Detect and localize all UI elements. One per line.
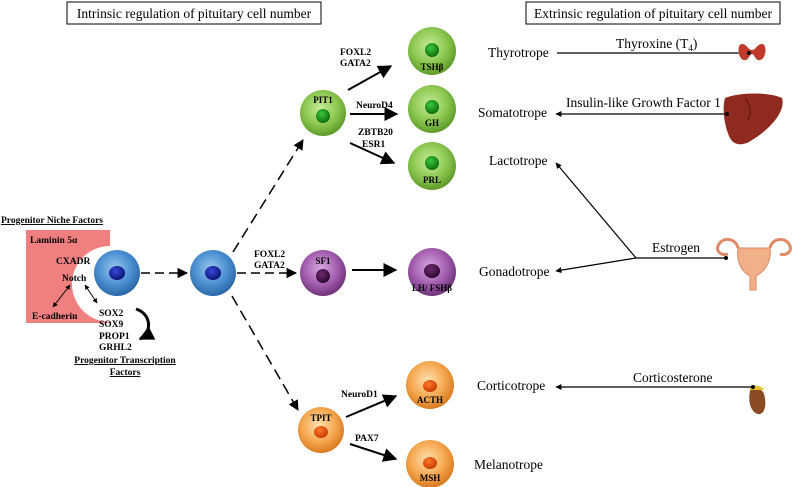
gh-cell xyxy=(408,85,456,133)
esr1-label: ESR1 xyxy=(362,140,385,150)
melanotrope-label: Melanotrope xyxy=(474,457,543,472)
acth-label: ACTH xyxy=(417,395,443,405)
tpit-label: TPIT xyxy=(310,413,331,423)
gh-label: GH xyxy=(425,118,439,128)
msh-cell xyxy=(406,440,454,487)
sf1-label: SF1 xyxy=(315,256,331,266)
lactotrope-label: Lactotrope xyxy=(489,153,547,168)
progenitor-tf-title-1: Progenitor Transcription xyxy=(74,356,176,366)
to-acth-arrow xyxy=(345,394,398,418)
intrinsic-header-box xyxy=(66,1,322,25)
thyrotrope-label: Thyrotrope xyxy=(488,45,549,60)
gata2-b: GATA2 xyxy=(254,261,285,271)
extrinsic-header-box xyxy=(525,1,781,25)
neurod1-label: NeuroD1 xyxy=(341,390,378,400)
notch-tf-arrow xyxy=(84,284,98,304)
prl-label: PRL xyxy=(423,175,441,185)
progenitor-niche xyxy=(26,230,110,323)
liver-icon xyxy=(723,93,783,145)
estrogen-to-lactotrope-arrow xyxy=(555,162,637,259)
msh-label: MSH xyxy=(420,473,441,483)
corticotrope-label: Corticotrope xyxy=(477,378,545,393)
adrenal-icon xyxy=(749,385,766,415)
ecadherin-label: E-cadherin xyxy=(32,312,78,322)
tsh-cell xyxy=(408,27,456,75)
pit1-label: PIT1 xyxy=(313,95,333,105)
foxl2-b: FOXL2 xyxy=(254,250,285,260)
progenitor-tf-title-2: Factors xyxy=(110,368,141,378)
lhfsh-cell xyxy=(408,248,456,296)
to-msh-arrow xyxy=(349,443,398,462)
gonadotrope-label: Gonadotrope xyxy=(479,264,549,279)
thyroid-icon xyxy=(738,44,766,61)
tf-cycle-arrow xyxy=(135,307,156,341)
tf-grhl2: GRHL2 xyxy=(99,343,132,353)
tpit-cell xyxy=(298,407,344,453)
extrinsic-header: Extrinsic regulation of pituitary cell n… xyxy=(534,6,773,21)
prl-cell xyxy=(408,142,456,190)
lhfsh-label: LH/ FSHβ xyxy=(412,283,452,293)
tf-sox9: SOX9 xyxy=(99,320,124,330)
to-tpit-arrow xyxy=(231,295,299,411)
progenitor-cell xyxy=(94,250,140,296)
sf1-cell xyxy=(300,250,346,296)
tf-prop1: PROP1 xyxy=(99,332,130,342)
acth-cell xyxy=(406,361,454,409)
tsh-label: TSHβ xyxy=(421,62,444,72)
notch-label: Notch xyxy=(62,274,87,284)
committed-cell xyxy=(190,250,236,296)
to-pit1-arrow xyxy=(232,139,304,253)
cxadr-label: CXADR xyxy=(56,257,90,267)
pax7-label: PAX7 xyxy=(355,434,379,444)
estrogen-label: Estrogen xyxy=(652,240,700,255)
laminin-label: Laminin 5α xyxy=(30,236,78,246)
igf1-label: Insulin-like Growth Factor 1 xyxy=(566,95,721,110)
zbtb20-label: ZBTB20 xyxy=(358,128,393,138)
neurod4-label: NeuroD4 xyxy=(356,101,393,111)
foxl2-a: FOXL2 xyxy=(340,48,371,58)
intrinsic-header: Intrinsic regulation of pituitary cell n… xyxy=(77,6,312,21)
uterus-icon xyxy=(716,238,792,291)
corticosterone-label: Corticosterone xyxy=(633,370,712,385)
to-prl-arrow xyxy=(349,142,396,165)
estrogen-to-gonadotrope-arrow xyxy=(555,257,637,274)
niche-title: Progenitor Niche Factors xyxy=(1,216,103,226)
pit1-cell xyxy=(300,90,346,136)
tf-sox2: SOX2 xyxy=(99,309,124,319)
gata2-a: GATA2 xyxy=(340,59,371,69)
notch-ecadherin-arrow xyxy=(52,284,71,308)
to-tsh-arrow xyxy=(347,65,393,91)
thyroxine-label: Thyroxine (T4) xyxy=(616,36,697,53)
somatotrope-label: Somatotrope xyxy=(478,105,547,120)
